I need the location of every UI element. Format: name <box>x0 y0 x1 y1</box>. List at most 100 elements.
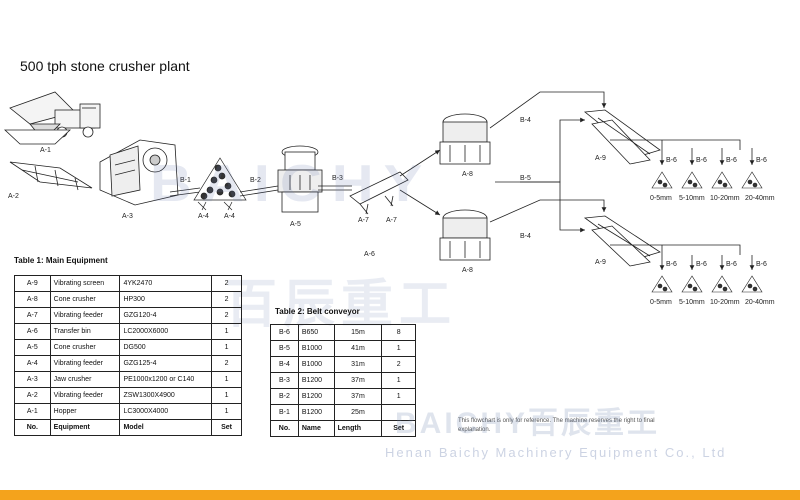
label-b4-bottom: B-4 <box>520 233 531 240</box>
table-cell: A-1 <box>14 403 51 420</box>
label-b6: B-6 <box>726 261 737 268</box>
disclaimer-note: This flowchart is only for reference. Th… <box>458 418 655 433</box>
size-label: 0-5mm <box>650 195 672 202</box>
table-cell: A-4 <box>14 355 51 372</box>
table-cell: B1200 <box>297 372 335 389</box>
table-cell: GZG120-4 <box>119 307 213 324</box>
label-a4-left: A-4 <box>198 213 209 220</box>
transfer-bin-icon <box>349 171 409 215</box>
label-b6: B-6 <box>756 157 767 164</box>
size-label: 20-40mm <box>745 299 775 306</box>
label-a5: A-5 <box>290 221 301 228</box>
table-cell: 2 <box>211 307 242 324</box>
hopper-icon <box>3 129 72 145</box>
flow-arrow <box>399 149 441 177</box>
table2-caption: Table 2: Belt conveyor <box>275 307 360 316</box>
table-cell: 31m <box>333 356 383 373</box>
size-label: 5-10mm <box>679 195 705 202</box>
table-cell: 37m <box>333 372 383 389</box>
company-name: Henan Baichy Machinery Equipment Co., Lt… <box>385 445 727 460</box>
cone-crusher-top-icon <box>439 113 491 165</box>
label-a2: A-2 <box>8 193 19 200</box>
table-cell: A-2 <box>14 387 51 404</box>
belt-conveyor-b2 <box>239 185 279 197</box>
table-cell: 2 <box>211 291 242 308</box>
jaw-crusher-icon <box>99 139 179 206</box>
label-a8-bottom: A-8 <box>462 267 473 274</box>
table-cell: A-7 <box>14 307 51 324</box>
feeder-under-pile-icon <box>197 201 233 211</box>
cone-crusher-bottom-icon <box>439 209 491 261</box>
label-b4-top: B-4 <box>520 117 531 124</box>
table-cell: 15m <box>333 324 383 341</box>
table-cell: A-6 <box>14 323 51 340</box>
cone-crusher-primary-icon <box>277 145 323 213</box>
table-cell: 2 <box>211 275 242 292</box>
label-b1: B-1 <box>180 177 191 184</box>
label-b6: B-6 <box>696 157 707 164</box>
table-cell: Cone crusher <box>49 339 121 356</box>
table-cell: B-6 <box>270 324 299 341</box>
table-cell: B1200 <box>297 388 335 405</box>
table1-caption: Table 1: Main Equipment <box>14 256 108 265</box>
table-header-cell: No. <box>14 419 51 436</box>
table-cell: A-9 <box>14 275 51 292</box>
table-cell: 1 <box>211 339 242 356</box>
table-cell: A-5 <box>14 339 51 356</box>
table-cell: 41m <box>333 340 383 357</box>
table-cell: Jaw crusher <box>49 371 121 388</box>
table-cell: A-3 <box>14 371 51 388</box>
table-cell: B-1 <box>270 404 299 421</box>
table-cell: 1 <box>381 340 416 357</box>
table-cell: 2 <box>381 356 416 373</box>
table-cell: B-5 <box>270 340 299 357</box>
table-cell: Vibrating feeder <box>49 387 121 404</box>
table-cell: B1000 <box>297 340 335 357</box>
vibrating-feeder-icon <box>9 161 93 191</box>
label-a3: A-3 <box>122 213 133 220</box>
table-header-cell: Length <box>333 420 383 437</box>
product-pile-icon <box>651 171 763 189</box>
table-cell: 1 <box>211 387 242 404</box>
table-header-cell: No. <box>270 420 299 437</box>
table-cell: B-2 <box>270 388 299 405</box>
table-cell: 37m <box>333 388 383 405</box>
flow-arrow <box>399 189 441 216</box>
table-cell: ZSW1300X4900 <box>119 387 213 404</box>
table-cell: LC3000X4000 <box>119 403 213 420</box>
table-cell: 25m <box>333 404 383 421</box>
label-a6: A-6 <box>364 251 375 258</box>
product-pile-icon <box>651 275 763 293</box>
table-cell: Vibrating feeder <box>49 307 121 324</box>
label-b6: B-6 <box>696 261 707 268</box>
table-header-cell: Model <box>119 419 213 436</box>
label-b3: B-3 <box>332 175 343 182</box>
flow-lines <box>489 91 607 233</box>
label-b6: B-6 <box>726 157 737 164</box>
table-cell: B650 <box>297 324 335 341</box>
table-header-cell: Set <box>211 419 242 436</box>
label-a4-right: A-4 <box>224 213 235 220</box>
stockpile-icon <box>193 157 247 201</box>
table-cell: 1 <box>211 323 242 340</box>
table-cell: Vibrating screen <box>49 275 121 292</box>
table-header-cell: Name <box>297 420 335 437</box>
table-cell: LC2000X6000 <box>119 323 213 340</box>
label-b6: B-6 <box>756 261 767 268</box>
